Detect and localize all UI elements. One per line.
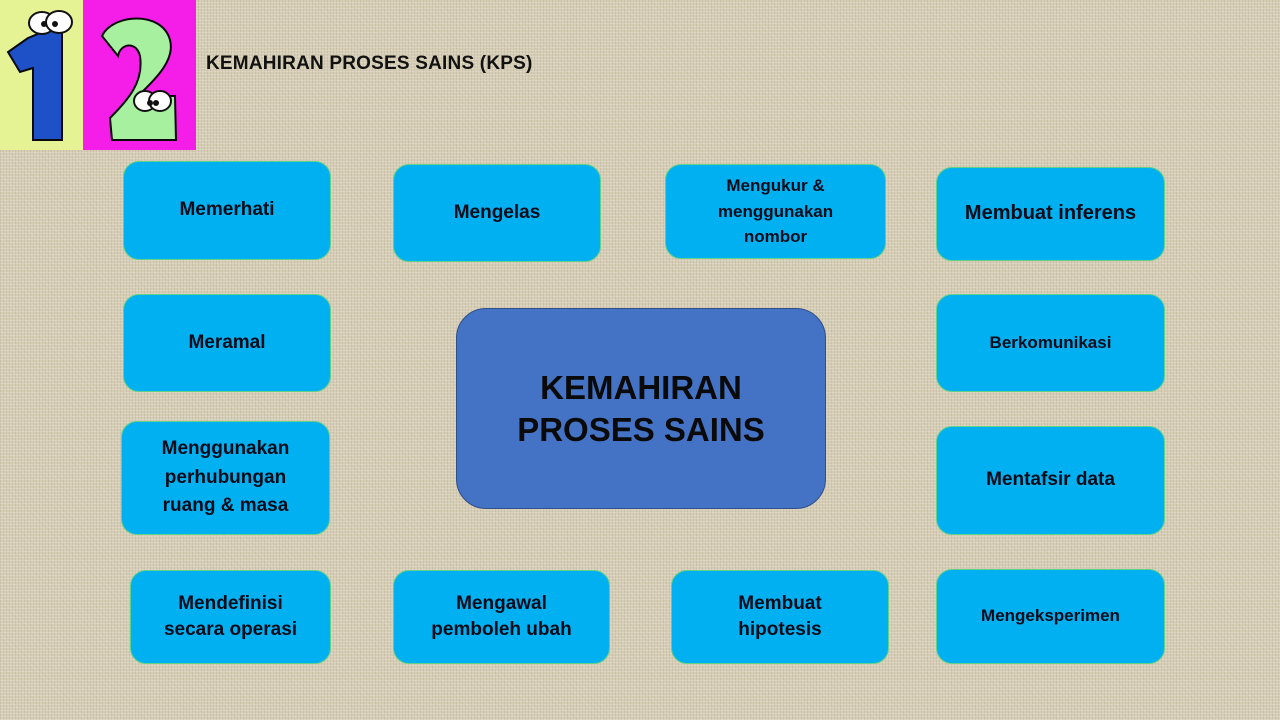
- skill-label: Memerhati: [179, 199, 275, 221]
- skill-box-mengelas: Mengelas: [393, 164, 601, 262]
- skill-box-meramal: Meramal: [123, 294, 331, 392]
- skill-label-line: Membuat: [738, 592, 822, 614]
- skill-box-hipotesis: Membuat hipotesis: [671, 570, 889, 664]
- skill-label-line: Mengukur &: [726, 176, 825, 196]
- skill-label-line: ruang & masa: [162, 495, 289, 517]
- skill-label: Berkomunikasi: [989, 332, 1112, 352]
- page-title: KEMAHIRAN PROSES SAINS (KPS): [206, 53, 533, 74]
- skill-label-line: Mendefinisi: [178, 592, 283, 614]
- skill-box-memerhati: Memerhati: [123, 161, 331, 260]
- central-node: KEMAHIRAN PROSES SAINS: [456, 308, 826, 509]
- skill-label-line: pemboleh ubah: [431, 619, 572, 640]
- central-node-line1: KEMAHIRAN: [540, 369, 742, 407]
- skill-label-line: perhubungan: [164, 466, 287, 488]
- skill-label: Mengeksperimen: [981, 606, 1120, 626]
- skill-label-line: secara operasi: [163, 619, 298, 640]
- skill-box-mengeksperimen: Mengeksperimen: [936, 569, 1165, 664]
- central-node-line2: PROSES SAINS: [517, 410, 765, 448]
- logo-numbers: [0, 0, 196, 150]
- skill-label: Mengelas: [453, 201, 541, 223]
- skill-label: Membuat inferens: [964, 202, 1137, 225]
- cartoon-numbers-1-2-icon: [6, 10, 178, 141]
- skill-label-line: Mengawal: [456, 592, 547, 614]
- skill-box-mentafsir-data: Mentafsir data: [936, 426, 1165, 535]
- skill-label-line: menggunakan: [717, 201, 834, 221]
- skill-box-mengawal: Mengawal pemboleh ubah: [393, 570, 610, 664]
- skill-box-mendefinisi: Mendefinisi secara operasi: [130, 570, 331, 664]
- skill-box-ruang-masa: Menggunakan perhubungan ruang & masa: [121, 421, 330, 535]
- skill-label-line: hipotesis: [738, 619, 822, 640]
- skill-label-line: nombor: [743, 227, 808, 247]
- skill-label: Mentafsir data: [986, 469, 1115, 491]
- skill-label: Meramal: [188, 331, 266, 353]
- skill-box-berkomunikasi: Berkomunikasi: [936, 294, 1165, 392]
- skill-box-mengukur: Mengukur & menggunakan nombor: [665, 164, 886, 259]
- skill-label-line: Menggunakan: [161, 438, 290, 460]
- skill-box-membuat-inferens: Membuat inferens: [936, 167, 1165, 261]
